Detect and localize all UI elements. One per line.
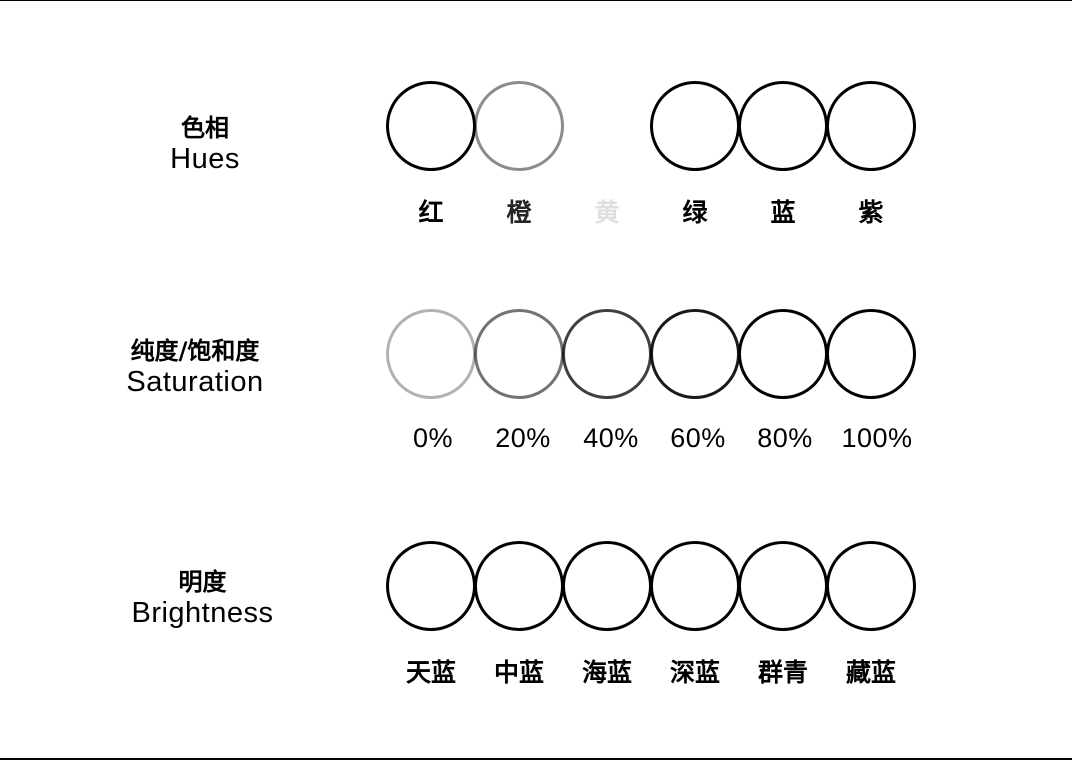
saturation-circle — [386, 309, 476, 399]
brightness-circle — [738, 541, 828, 631]
saturation-title-zh: 纯度/饱和度 — [130, 337, 260, 365]
saturation-label-100: 100% — [841, 423, 913, 453]
saturation-title-en: Saturation — [126, 365, 264, 398]
brightness-title-en: Brightness — [131, 596, 274, 629]
brightness-label-sky-blue: 天蓝 — [405, 658, 456, 687]
saturation-circle — [826, 309, 916, 399]
saturation-label-20: 20% — [495, 423, 551, 453]
hue-label-orange: 橙 — [506, 198, 532, 227]
saturation-circle — [738, 309, 828, 399]
brightness-circle — [386, 541, 476, 631]
brightness-label-sea-blue: 海蓝 — [581, 658, 632, 687]
hue-label-green: 绿 — [682, 198, 708, 227]
saturation-circle — [650, 309, 740, 399]
brightness-label-navy-blue: 藏蓝 — [845, 658, 896, 687]
hue-label-purple: 紫 — [858, 198, 884, 227]
hues-title: 色相 Hues — [150, 114, 260, 176]
saturation-label-0: 0% — [412, 423, 454, 453]
brightness-label-ultramarine: 群青 — [757, 658, 808, 687]
hue-label-blue: 蓝 — [770, 198, 796, 227]
hue-circle — [826, 81, 916, 171]
brightness-circle — [562, 541, 652, 631]
brightness-label-dark-blue: 深蓝 — [669, 658, 720, 687]
hue-circle — [386, 81, 476, 171]
brightness-circle — [650, 541, 740, 631]
saturation-circle — [474, 309, 564, 399]
brightness-label-medium-blue: 中蓝 — [493, 658, 544, 687]
hue-circle — [738, 81, 828, 171]
saturation-label-40: 40% — [583, 423, 639, 453]
hue-circle — [650, 81, 740, 171]
brightness-circle — [474, 541, 564, 631]
hue-circle — [474, 81, 564, 171]
saturation-label-60: 60% — [670, 423, 726, 453]
saturation-title: 纯度/饱和度 Saturation — [100, 337, 290, 399]
hue-label-yellow: 黄 — [594, 198, 620, 227]
saturation-label-80: 80% — [757, 423, 813, 453]
brightness-title: 明度 Brightness — [110, 568, 295, 630]
hue-label-red: 红 — [418, 198, 444, 227]
hues-title-zh: 色相 — [181, 114, 229, 142]
brightness-circle — [826, 541, 916, 631]
saturation-circle — [562, 309, 652, 399]
hues-title-en: Hues — [170, 142, 240, 175]
brightness-title-zh: 明度 — [178, 568, 227, 596]
